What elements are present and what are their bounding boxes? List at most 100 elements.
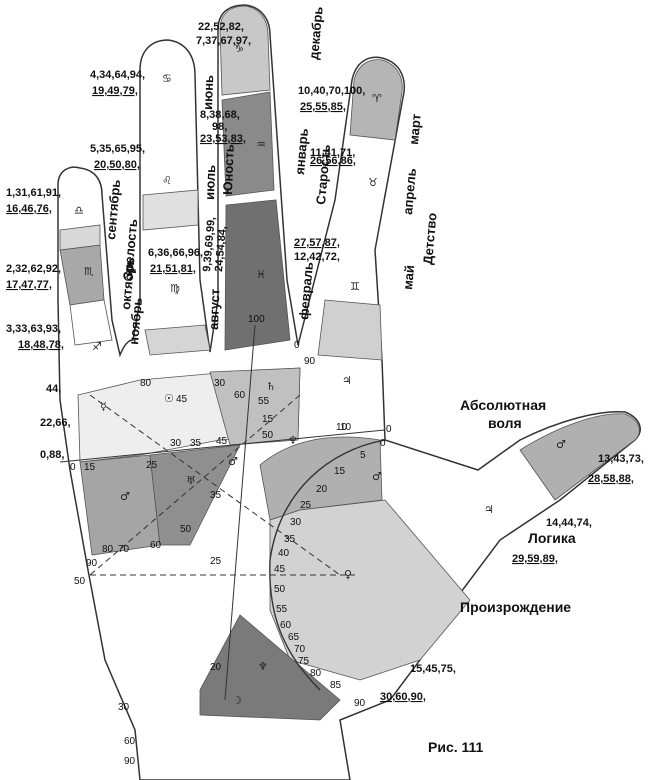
arc-tick: 75 (298, 656, 310, 667)
arc-tick: 80 (310, 668, 322, 679)
construction-lines (59, 324, 386, 701)
label-june: июнь (200, 75, 216, 110)
arc-tick: 5 (360, 450, 366, 461)
palm-tick: 15 (84, 462, 96, 473)
tick: 50 (262, 430, 274, 441)
svg-text:18,48,78,: 18,48,78, (18, 339, 64, 351)
palm-neptune-region (199, 614, 341, 721)
svg-text:13,43,73,: 13,43,73, (598, 453, 644, 465)
mars-icon: ♂ (372, 470, 382, 483)
tick: 20 (210, 662, 222, 673)
symbols: ♎ ♏ ♐ ♋ ♌ ♍ ♑ ♒ ♓ ♈ ♉ ♊ ♃ ♄ ☉ ☿ ♆ ♂ ♅ ♂ … (74, 42, 566, 707)
taurus-icon: ♉ (368, 176, 378, 189)
svg-text:14,44,74,: 14,44,74, (546, 517, 592, 529)
label-may: май (400, 264, 417, 290)
virgo-icon: ♍ (170, 282, 180, 295)
arc-tick: 55 (276, 604, 288, 615)
arc-tick: 45 (274, 564, 286, 575)
palm-tick: 30 (170, 438, 182, 449)
mars-icon: ♂ (120, 490, 130, 503)
arc-tick: 15 (334, 466, 346, 477)
palm-tick: 60 (150, 540, 162, 551)
neptune-icon: ♆ (288, 434, 298, 447)
palm-tick: 0 (70, 462, 76, 473)
svg-text:26,56,86,: 26,56,86, (310, 155, 356, 167)
sun-icon: ☉ (164, 392, 174, 405)
figure-caption: Рис. 111 (428, 739, 484, 755)
tick: 15 (262, 414, 274, 425)
label-january: январь (292, 128, 311, 176)
gemini-icon: ♊ (350, 280, 360, 293)
svg-text:19,49,79,: 19,49,79, (92, 85, 138, 97)
label-july: июль (202, 165, 218, 201)
arc-tick: 40 (278, 548, 290, 559)
capricorn-icon: ♑ (234, 42, 244, 55)
label-october: октябрь (118, 257, 138, 310)
palm-tick: 90 (86, 558, 98, 569)
hand-outline (57, 4, 641, 780)
label-youth: Юность (220, 144, 237, 195)
misc-ticks: 100 0 90 80 30 45 60 55 15 50 25 20 10 0… (74, 314, 386, 767)
palm-saturn-region (209, 367, 301, 446)
label-february: февраль (296, 261, 316, 320)
tick: 10 (340, 422, 352, 433)
svg-text:44,: 44, (46, 383, 61, 395)
arc-tick: 25 (300, 500, 312, 511)
scorpio-icon: ♏ (84, 265, 94, 278)
tick: 90 (124, 756, 136, 767)
label-childhood: Детство (420, 212, 439, 265)
libra-icon: ♎ (74, 204, 84, 217)
label-will: воля (488, 415, 522, 431)
svg-text:11,41,71,: 11,41,71, (310, 147, 355, 159)
palm-tick: 80 (102, 544, 114, 555)
number-groups: 1,31,61,91, 16,46,76, 2,32,62,92, 17,47,… (6, 21, 644, 703)
venus-icon: ♀ (344, 568, 352, 581)
mars-icon: ♂ (228, 455, 238, 468)
arc-tick: 50 (274, 584, 286, 595)
arc-tick: 90 (354, 698, 366, 709)
palm-tick: 35 (190, 438, 202, 449)
label-september: сентябрь (103, 179, 123, 240)
tick: 45 (216, 436, 228, 447)
svg-text:15,45,75,: 15,45,75, (410, 663, 456, 675)
tick: 30 (214, 378, 226, 389)
tick: 90 (304, 356, 316, 367)
thumb-tip-region (519, 413, 640, 501)
svg-text:1,31,61,91,: 1,31,61,91, (6, 187, 61, 199)
leo-icon: ♌ (162, 174, 172, 187)
middle-finger-upper-region (221, 91, 275, 197)
saturn-icon: ♄ (266, 380, 276, 393)
svg-text:7,37,67,97,: 7,37,67,97, (196, 35, 251, 47)
palm-logic-region (269, 499, 471, 681)
tick: 0 (380, 438, 386, 449)
label-august: август (206, 288, 222, 330)
label-absolute-will: Абсолютная (460, 397, 546, 413)
svg-text:20,50,80,: 20,50,80, (94, 159, 140, 171)
label-november: ноябрь (126, 297, 145, 345)
label-maturity: Зрелость (120, 218, 140, 280)
arc-tick: 30 (290, 517, 302, 528)
arc-tick: 60 (280, 620, 292, 631)
tick: 35 (210, 490, 222, 501)
ring-finger-base-region (144, 324, 211, 356)
ring-finger-mid-region (142, 189, 199, 231)
mercury-icon: ☿ (100, 400, 107, 413)
arc-scale: 0 5 10 15 20 25 30 35 40 45 50 55 60 65 … (274, 422, 392, 709)
arc-tick: 20 (316, 484, 328, 495)
middle-finger-tip-region (219, 5, 271, 96)
svg-text:30,60,90,: 30,60,90, (380, 691, 426, 703)
index-finger-tip-region (349, 59, 403, 141)
svg-text:27,57,87,: 27,57,87, (294, 237, 340, 249)
tick: 55 (258, 396, 270, 407)
svg-text:0,88,: 0,88, (40, 449, 64, 461)
neptune-icon: ♆ (258, 660, 268, 673)
svg-text:6,36,66,96,: 6,36,66,96, (148, 247, 203, 259)
svg-text:3,33,63,93,: 3,33,63,93, (6, 323, 61, 335)
svg-text:16,46,76,: 16,46,76, (6, 203, 52, 215)
palm-tick: 25 (146, 460, 158, 471)
svg-text:12,42,72,: 12,42,72, (294, 251, 340, 263)
tick: 25 (210, 556, 222, 567)
svg-text:98,: 98, (212, 121, 227, 133)
arc-tick: 65 (288, 632, 300, 643)
palm-tick: 70 (118, 544, 130, 555)
